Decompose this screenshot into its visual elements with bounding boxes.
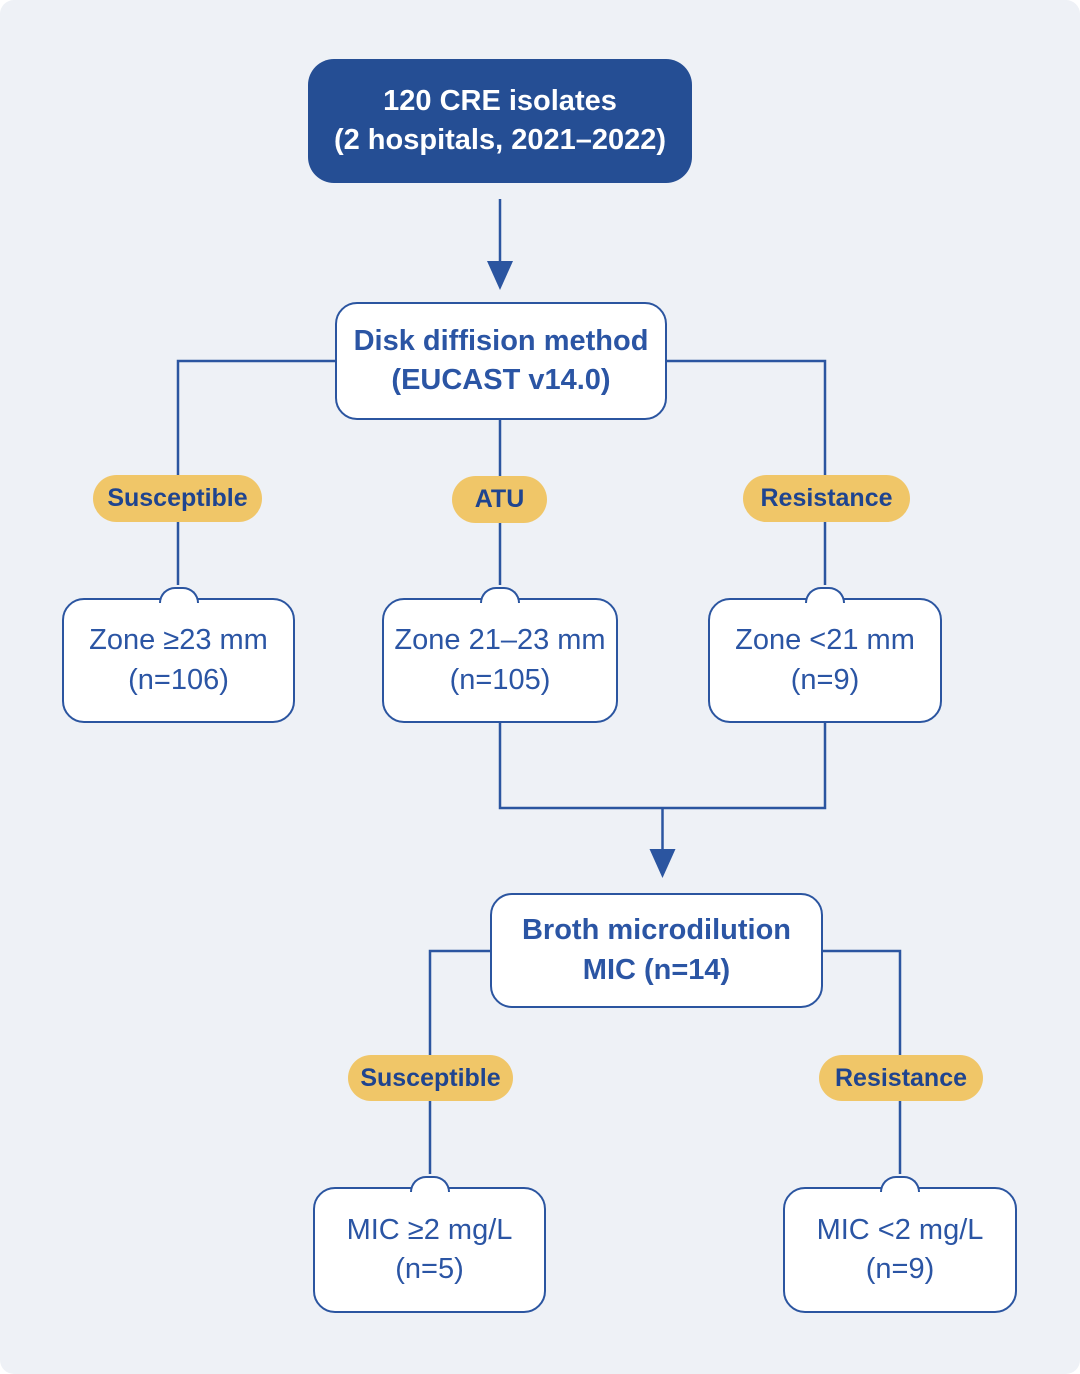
pill-susceptible-bottom-label: Susceptible: [360, 1063, 501, 1092]
pill-resistance-top: Resistance: [743, 475, 910, 522]
zone3-line1: Zone <21 mm: [735, 624, 915, 657]
connector-method-to-zone3: [667, 359, 827, 585]
result-node-mic-susceptible: MIC ≥2 mg/L (n=5): [313, 1176, 546, 1313]
method-node-broth-microdilution: Broth microdilution MIC (n=14): [490, 893, 823, 1008]
result-node-mic-resistance: MIC <2 mg/L (n=9): [783, 1176, 1017, 1313]
pill-atu-label: ATU: [474, 485, 525, 513]
root-node-line1: 120 CRE isolates: [383, 84, 617, 117]
result-node-zone-resistance: Zone <21 mm (n=9): [708, 587, 942, 723]
mic2-line2: (n=9): [865, 1253, 935, 1285]
zone1-line1: Zone ≥23 mm: [89, 624, 268, 657]
method-node-line2: (EUCAST v14.0): [391, 364, 611, 396]
bmd-node-line1: Broth microdilution: [521, 914, 792, 947]
root-node-cre-isolates: 120 CRE isolates (2 hospitals, 2021–2022…: [308, 59, 692, 183]
mic1-line1: MIC ≥2 mg/L: [346, 1213, 513, 1246]
arrowhead-root-to-method: [487, 261, 513, 290]
connector-method-to-zone1: [176, 359, 335, 585]
method-node-line1: Disk diffision method: [353, 324, 649, 357]
root-node-line2: (2 hospitals, 2021–2022): [333, 124, 667, 156]
pill-resistance-top-label: Resistance: [760, 484, 893, 512]
pill-susceptible-top: Susceptible: [93, 475, 262, 522]
pill-susceptible-bottom: Susceptible: [348, 1055, 513, 1101]
connector-merge: [498, 723, 827, 810]
mic2-line1: MIC <2 mg/L: [816, 1213, 984, 1246]
bmd-node-line2: MIC (n=14): [582, 953, 731, 986]
result-node-zone-susceptible: Zone ≥23 mm (n=106): [62, 587, 295, 723]
pill-resistance-bottom: Resistance: [819, 1055, 983, 1101]
zone2-line1: Zone 21–23 mm: [394, 624, 606, 657]
zone3-line2: (n=9): [790, 663, 860, 696]
pill-atu: ATU: [452, 476, 547, 523]
method-node-disk-diffusion: Disk diffision method (EUCAST v14.0): [335, 302, 667, 420]
pill-susceptible-top-label: Susceptible: [107, 484, 248, 512]
arrowhead-merge-to-bmd: [649, 849, 676, 878]
result-node-zone-atu: Zone 21–23 mm (n=105): [382, 587, 618, 723]
zone1-line2: (n=106): [128, 663, 229, 696]
pill-resistance-bottom-label: Resistance: [834, 1063, 968, 1092]
mic1-line2: (n=5): [395, 1253, 464, 1285]
zone2-line2: (n=105): [449, 663, 551, 696]
